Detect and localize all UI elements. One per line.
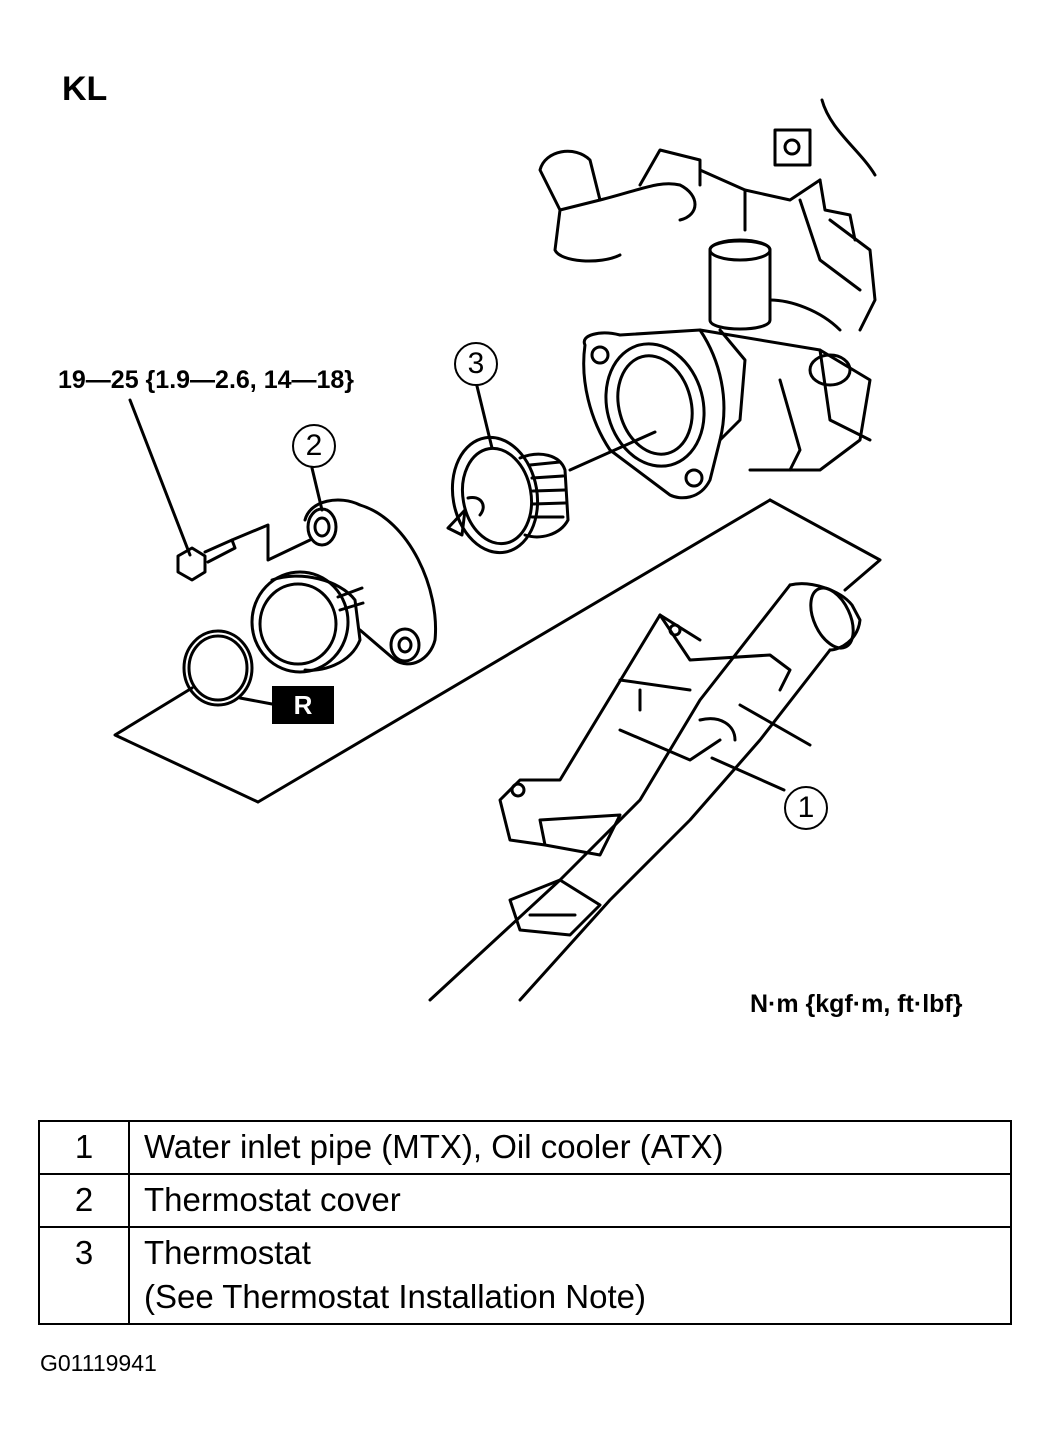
gasket-r-leader <box>238 696 274 706</box>
legend-description: Thermostat cover <box>128 1173 1012 1228</box>
legend-description-cell: Thermostat (See Thermostat Installation … <box>128 1226 1012 1325</box>
engine-thermostat-housing <box>538 98 877 500</box>
legend-note: (See Thermostat Installation Note) <box>144 1278 646 1315</box>
water-inlet-pipe-drawing <box>428 582 862 1002</box>
bolt-drawing <box>176 523 312 582</box>
callout-2-leader <box>310 466 324 512</box>
legend-description: Water inlet pipe (MTX), Oil cooler (ATX) <box>128 1120 1012 1175</box>
legend-number: 1 <box>38 1120 130 1175</box>
legend-row: 2 Thermostat cover <box>38 1173 1012 1228</box>
legend-number: 3 <box>38 1226 130 1325</box>
replace-part-badge: R <box>272 686 334 724</box>
legend-description: Thermostat <box>144 1234 311 1271</box>
callout-3: 3 <box>454 342 498 386</box>
thermostat-cover-drawing <box>250 498 438 674</box>
figure-id: G01119941 <box>40 1350 157 1376</box>
thermostat-drawing <box>446 430 657 555</box>
legend-row: 1 Water inlet pipe (MTX), Oil cooler (AT… <box>38 1120 1012 1175</box>
callout-3-leader <box>474 380 494 450</box>
exploded-view-drawing <box>113 98 882 1002</box>
torque-spec-label: 19—25 {1.9—2.6, 14—18} <box>58 366 355 394</box>
callout-1-leader <box>710 756 786 792</box>
torque-leader-line <box>128 398 192 557</box>
callout-1: 1 <box>784 786 828 830</box>
parts-legend-table: 1 Water inlet pipe (MTX), Oil cooler (AT… <box>38 1120 1012 1325</box>
engine-code-label: KL <box>62 70 108 108</box>
torque-units-label: N·m {kgf·m, ft·lbf} <box>750 990 963 1018</box>
callout-2: 2 <box>292 424 336 468</box>
grouping-bracket-right <box>768 498 882 592</box>
legend-row: 3 Thermostat (See Thermostat Installatio… <box>38 1226 1012 1325</box>
legend-number: 2 <box>38 1173 130 1228</box>
grouping-bracket-left <box>113 498 772 804</box>
gasket-drawing <box>182 629 254 707</box>
